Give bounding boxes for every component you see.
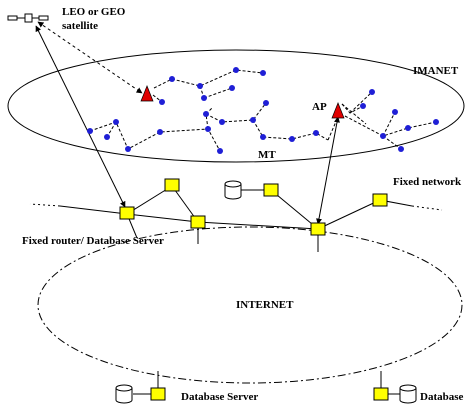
mt-node <box>405 125 411 131</box>
mt-label: MT <box>258 149 276 161</box>
database-server-label: Database Server <box>181 391 258 403</box>
router-square-icon <box>372 193 388 207</box>
imanet-label: IMANET <box>413 65 459 77</box>
satellite-label-line1: LEO or GEO <box>62 6 126 18</box>
mt-node <box>219 119 225 125</box>
mt-node <box>360 103 366 109</box>
satellite-ap-link <box>37 21 143 94</box>
mt-node <box>113 119 119 125</box>
database-label: Database <box>420 391 464 403</box>
mt-node <box>263 100 269 106</box>
routers <box>119 178 388 236</box>
satellite-router-link <box>35 25 126 208</box>
router-square-icon <box>119 206 135 220</box>
mt-node <box>203 111 209 117</box>
mt-node <box>229 85 235 91</box>
mt-node <box>369 89 375 95</box>
database-left-router-square-icon <box>150 387 166 401</box>
database-cylinder-icon <box>224 180 242 200</box>
router-square-icon <box>164 178 180 192</box>
mt-node <box>157 129 163 135</box>
mobile-terminals <box>87 67 439 154</box>
fixed-network-label: Fixed network <box>393 176 462 188</box>
router-square-icon <box>310 222 326 236</box>
internet-boundary <box>37 226 463 384</box>
mt-node <box>205 126 211 132</box>
internet-label: INTERNET <box>236 299 294 311</box>
satellite-label-line2: satellite <box>62 20 98 32</box>
mt-node <box>233 67 239 73</box>
satellite-icon <box>7 13 49 23</box>
mt-node <box>392 109 398 115</box>
router-square-icon <box>263 183 279 197</box>
mt-node <box>380 133 386 139</box>
mt-node <box>250 117 256 123</box>
mt-node <box>217 148 223 154</box>
ap-label: AP <box>312 101 327 113</box>
ap-router-link <box>316 116 340 225</box>
mt-node <box>169 76 175 82</box>
access-point-right-icon <box>331 102 345 119</box>
mt-node <box>197 83 203 89</box>
mt-node <box>260 70 266 76</box>
imanet-boundary <box>7 49 465 163</box>
mt-node <box>433 119 439 125</box>
mt-node <box>201 95 207 101</box>
access-point-left-icon <box>140 85 154 102</box>
mt-node <box>87 128 93 134</box>
router-square-icon <box>190 215 206 229</box>
mt-node <box>104 134 110 140</box>
mt-node <box>313 130 319 136</box>
mt-node <box>398 146 404 152</box>
database-right-router-square-icon <box>373 387 389 401</box>
database-left-cylinder-icon <box>115 384 133 404</box>
mt-node <box>125 146 131 152</box>
mt-node <box>159 99 165 105</box>
database-right-cylinder-icon <box>399 384 417 404</box>
mt-node <box>289 136 295 142</box>
fixed-router-label: Fixed router/ Database Server <box>22 235 164 247</box>
mt-node <box>260 134 266 140</box>
